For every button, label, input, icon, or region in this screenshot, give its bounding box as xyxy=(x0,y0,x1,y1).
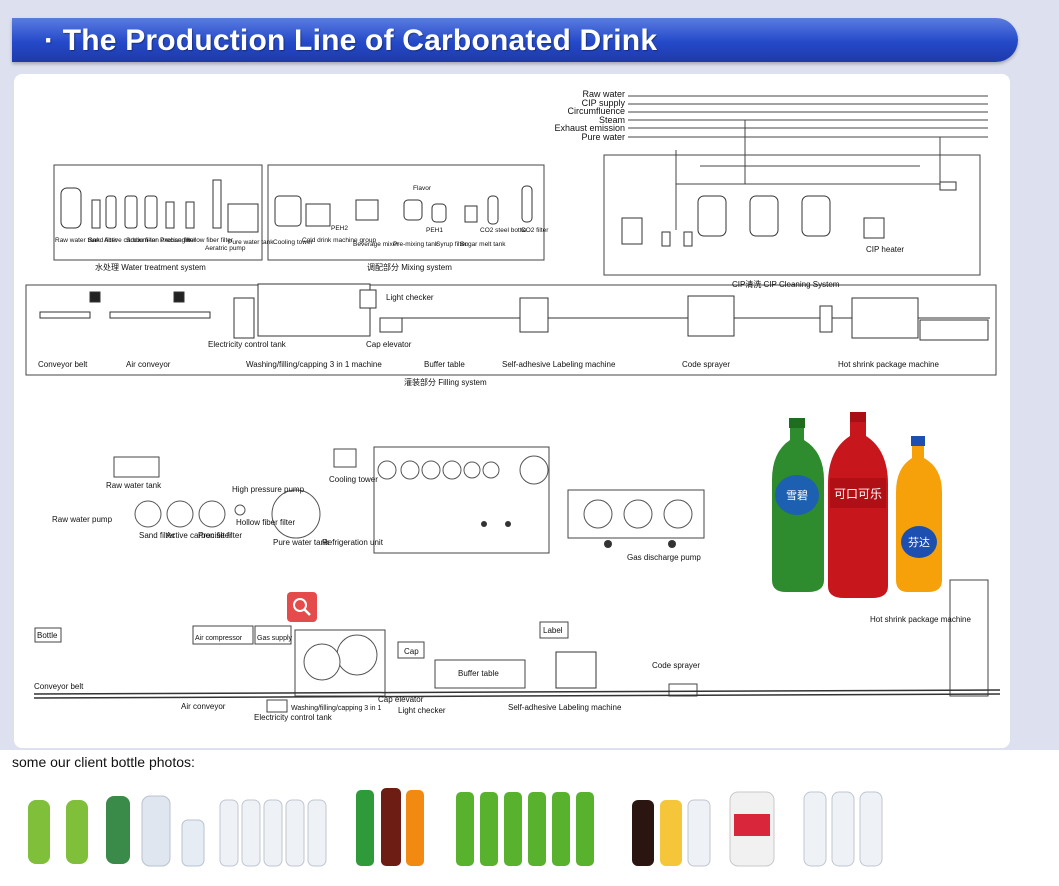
cap-label: Cap xyxy=(404,647,419,656)
filling-label: Washing/filling/capping 3 in 1 machine xyxy=(246,360,382,369)
wt-item: Sand filter xyxy=(88,237,118,244)
hollow-fiber-label: Hollow fiber filter xyxy=(236,518,295,527)
light-checker-bottom-label: Light checker xyxy=(398,706,446,715)
pure-water-tank-label: Pure water tank xyxy=(273,538,330,547)
filling-label: Conveyor belt xyxy=(38,360,88,369)
cip-label: CIP清洗 CIP Cleaning System xyxy=(732,279,840,289)
wt-item: Raw water tank xyxy=(55,237,101,244)
mix-item: CO2 steel bottle xyxy=(480,227,527,234)
cola-logo-text: 可口可乐 xyxy=(834,487,882,501)
mix-item: PEH2 xyxy=(331,225,348,232)
mix-item: Flavor xyxy=(413,185,432,192)
fanta-logo-text: 芬达 xyxy=(908,536,930,549)
pipe-label: Exhaust emission xyxy=(554,123,625,133)
photos-caption: some our client bottle photos: xyxy=(12,754,195,770)
sprite-bottle: 雪碧 xyxy=(772,418,824,592)
hot-shrink-label: Hot shrink package machine xyxy=(870,615,971,624)
cap-elevator-label: Cap elevator xyxy=(366,340,412,349)
gas-pump-label: Gas discharge pump xyxy=(627,553,701,562)
raw-water-pump-label: Raw water pump xyxy=(52,515,113,524)
wt-item: Aeratric pump xyxy=(205,245,246,252)
page-title: · The Production Line of Carbonated Drin… xyxy=(44,24,658,57)
fanta-bottle: 芬达 xyxy=(896,436,942,592)
light-checker-label: Light checker xyxy=(386,293,434,302)
cap-elevator-bottom-label: Cap elevator xyxy=(378,695,424,704)
mixing-label: 调配部分 Mixing system xyxy=(367,262,452,272)
pipe-label: Circumfluence xyxy=(567,106,625,116)
label-box-label: Label xyxy=(543,626,563,635)
filter-label: Sand filter xyxy=(139,531,175,540)
filling-system-label: 灌装部分 Filling system xyxy=(404,377,487,387)
mix-item: Sugar melt tank xyxy=(460,241,506,248)
bottle-label: Bottle xyxy=(37,631,58,640)
air-compressor-label: Air compressor xyxy=(195,635,243,642)
mix-item: Cooling tower xyxy=(273,239,314,246)
filling-label: Code sprayer xyxy=(682,360,730,369)
mix-item: Cold drink machine group xyxy=(302,237,376,244)
wt-item: Sodium-ion exchanger xyxy=(126,237,192,244)
pipe-label: Raw water xyxy=(582,89,625,99)
pipe-label: Pure water xyxy=(581,132,625,142)
electricity-tank-bottom-label: Electricity control tank xyxy=(254,713,333,722)
cip-heater-label: CIP heater xyxy=(866,245,904,254)
filling-label: Hot shrink package machine xyxy=(838,360,939,369)
high-pressure-pump-label: High pressure pump xyxy=(232,485,305,494)
mix-item: Syrup filter xyxy=(436,241,468,248)
filter-label: Precise filter xyxy=(198,531,242,540)
diagram-panel xyxy=(14,74,1010,748)
cola-bottle: 可口可乐 xyxy=(828,412,888,598)
filling-label: Self-adhesive Labeling machine xyxy=(502,360,616,369)
sprite-logo-text: 雪碧 xyxy=(786,489,808,502)
water-treatment-label: 水处理 Water treatment system xyxy=(95,262,206,272)
search-icon xyxy=(293,598,311,616)
refrigeration-label: Refrigeration unit xyxy=(322,538,384,547)
mix-item: PEH1 xyxy=(426,227,443,234)
raw-water-tank-label: Raw water tank xyxy=(106,481,162,490)
filling-label: Air conveyor xyxy=(126,360,171,369)
electricity-tank-label: Electricity control tank xyxy=(208,340,287,349)
air-conveyor-label: Air conveyor xyxy=(181,702,226,711)
filling-label: Buffer table xyxy=(424,360,465,369)
gas-supply-label: Gas supply xyxy=(257,635,293,642)
wt-item: Pure water tank xyxy=(228,239,274,246)
wt-item: Active carbon filter xyxy=(104,237,158,244)
mix-item: CO2 filter xyxy=(521,227,549,234)
mix-item: Beverage mixer xyxy=(353,241,399,248)
title-banner: · The Production Line of Carbonated Drin… xyxy=(12,18,1018,62)
mix-item: Pre-mixing tank xyxy=(393,241,439,248)
cooling-tower-label: Cooling tower xyxy=(329,475,378,484)
conveyor-belt-label: Conveyor belt xyxy=(34,682,84,691)
wt-item: Precise filter xyxy=(160,237,197,244)
pipe-label: Steam xyxy=(599,115,625,125)
zoom-button[interactable] xyxy=(287,592,317,622)
buffer-table-label: Buffer table xyxy=(458,669,499,678)
labeling-bottom-label: Self-adhesive Labeling machine xyxy=(508,703,622,712)
filter-label: Active carbon filter xyxy=(166,531,232,540)
machine-3in1-label: Washing/filling/capping 3 in 1 xyxy=(291,705,382,712)
pipe-label: CIP supply xyxy=(582,98,626,108)
wt-item: Hollow fiber filter xyxy=(185,237,234,244)
client-bottle-photos xyxy=(28,788,883,867)
code-sprayer-label: Code sprayer xyxy=(652,661,700,670)
